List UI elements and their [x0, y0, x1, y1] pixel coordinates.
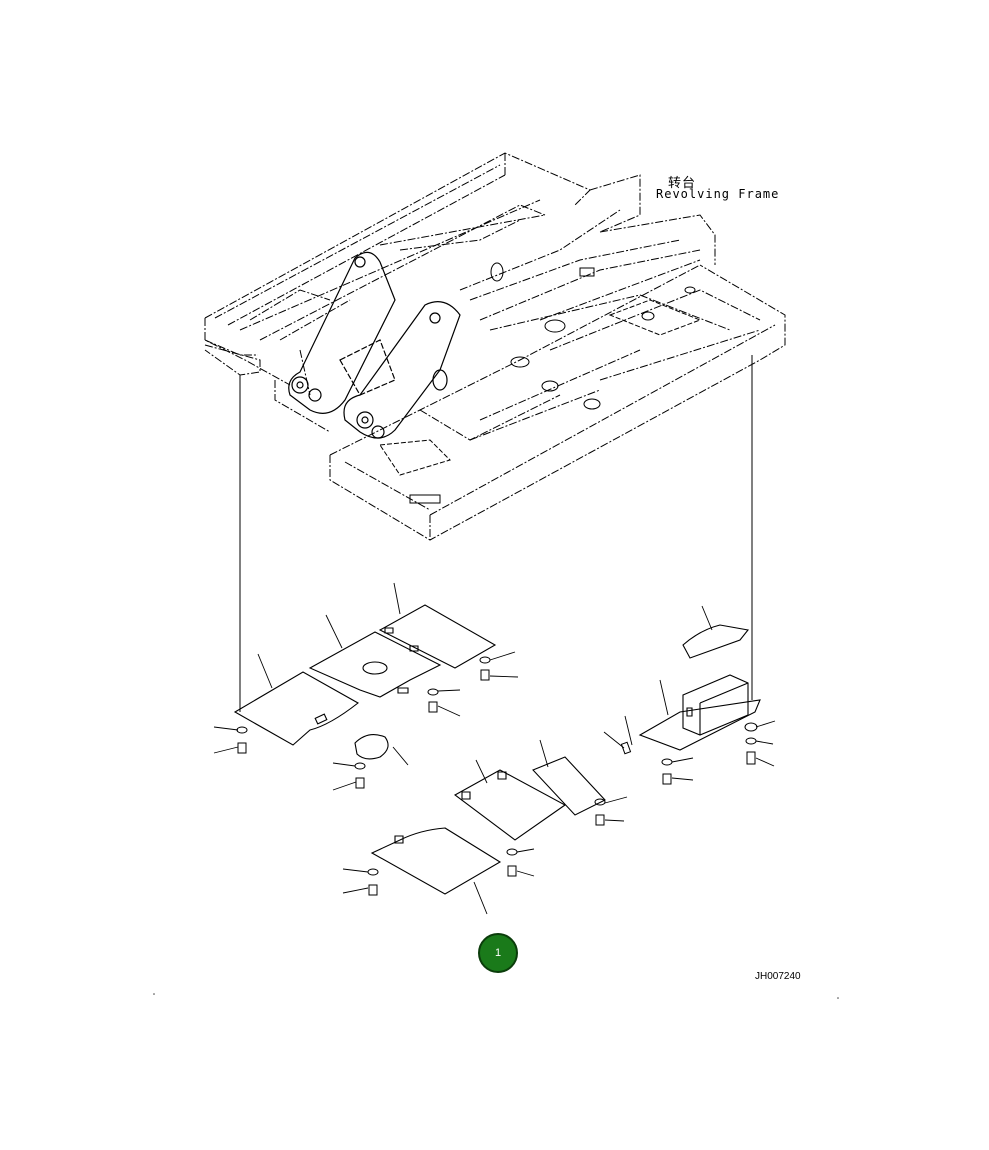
leader-lines — [214, 583, 775, 914]
drawing-reference-number: JH007240 — [755, 971, 801, 982]
callout-number: 1 — [494, 947, 502, 959]
cover-plates — [235, 605, 760, 894]
fasteners — [237, 657, 757, 895]
frame-label-english: Revolving Frame — [656, 187, 780, 201]
frame-label-chinese: 转台 — [668, 176, 697, 191]
callout-1[interactable]: 1 — [478, 933, 518, 973]
revolving-frame — [205, 153, 785, 540]
alignment-lines — [240, 355, 752, 712]
page-specks — [153, 993, 839, 999]
